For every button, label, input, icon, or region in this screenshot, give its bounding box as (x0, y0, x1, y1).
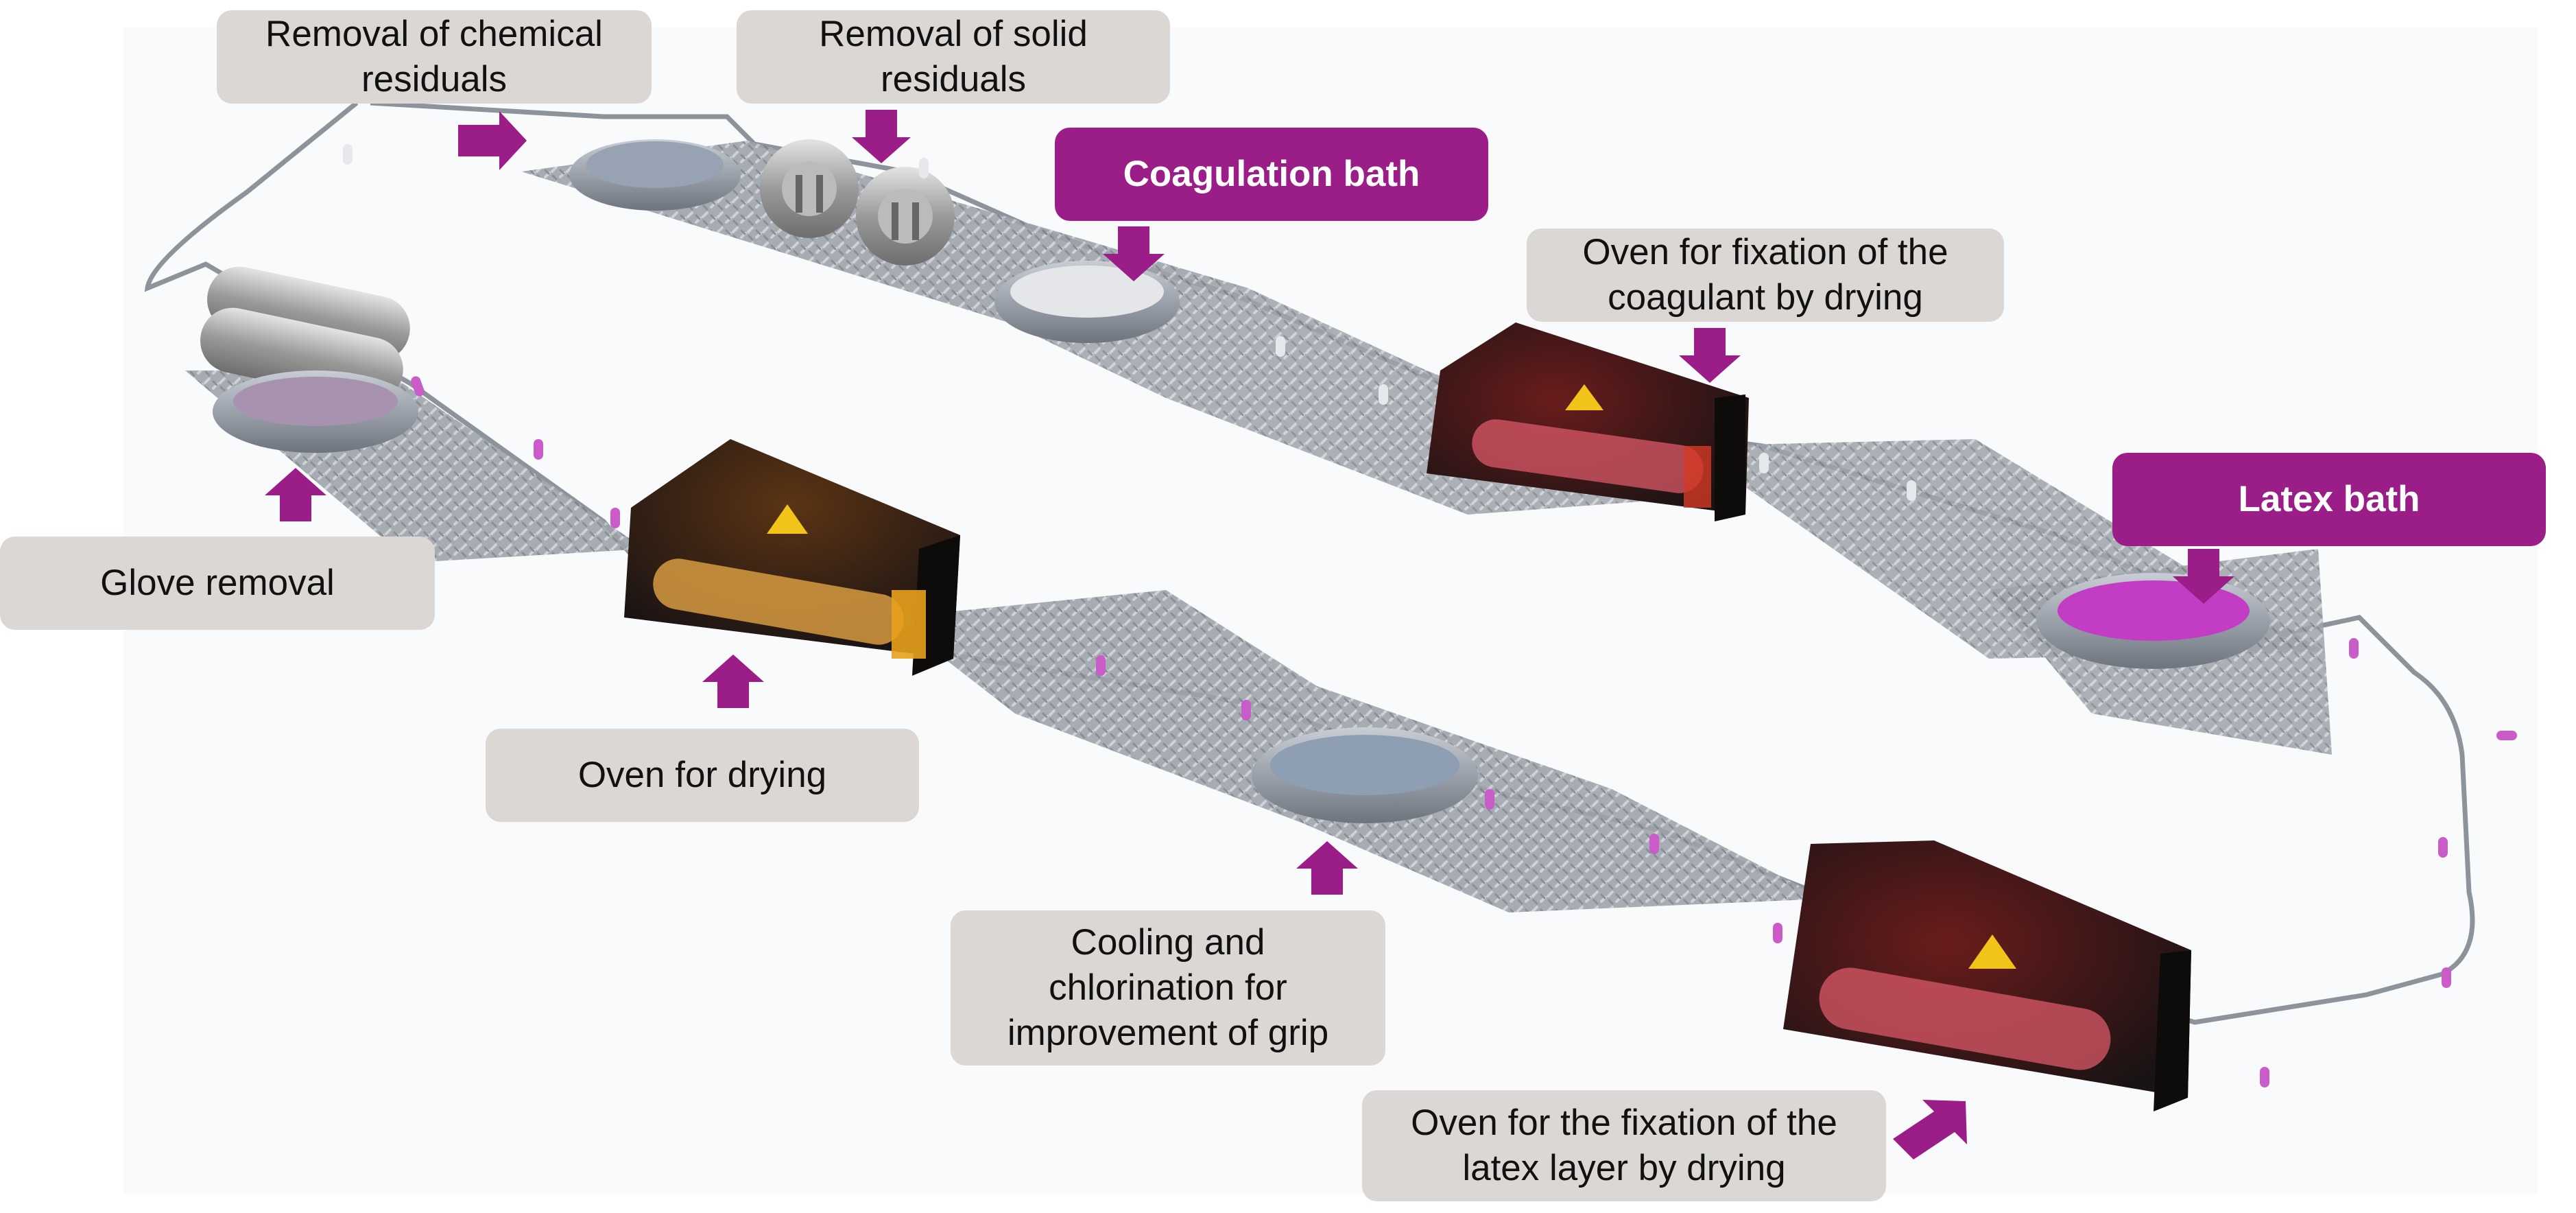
label-oven-drying: Oven for drying (486, 729, 919, 822)
label-coagulation-bath: Coagulation bath (1055, 128, 1488, 221)
glove-removal-unit (200, 266, 418, 453)
oven-latex (1783, 840, 2191, 1111)
process-arrow-icon (1296, 841, 1358, 895)
warning-triangle-icon (1565, 384, 1603, 410)
label-glove-removal: Glove removal (0, 537, 435, 630)
process-arrow-icon (1103, 226, 1165, 281)
chemical-rinse-tub (569, 139, 741, 211)
label-oven-coagulant: Oven for fixation of the coagulant by dr… (1527, 228, 2004, 322)
process-arrow-icon (1893, 1100, 1967, 1159)
label-latex-bath: Latex bath (2112, 453, 2546, 546)
label-removal-solid: Removal of solid residuals (737, 10, 1170, 104)
latex-tub (2037, 573, 2270, 669)
oven-coagulant (1427, 322, 1749, 521)
brush-rollers (760, 139, 955, 266)
label-oven-latex: Oven for the fixation of the latex layer… (1362, 1090, 1886, 1201)
label-cooling-chlorination: Cooling and chlorination for improvement… (951, 910, 1385, 1065)
chlorination-tub (1252, 727, 1478, 823)
coagulation-tub (994, 261, 1180, 343)
process-arrow-icon (702, 655, 764, 708)
warning-triangle-icon (1968, 934, 2016, 969)
process-arrow-icon (458, 111, 527, 170)
warning-triangle-icon (767, 504, 808, 534)
process-arrow-icon (2173, 549, 2234, 604)
process-arrows (265, 110, 2234, 1159)
process-arrow-icon (265, 468, 326, 521)
glove-formers-clean (343, 144, 1916, 501)
oven-drying (624, 439, 960, 676)
process-arrow-icon (852, 110, 911, 163)
process-arrow-icon (1679, 328, 1741, 383)
glove-formers (411, 376, 2517, 1087)
label-removal-chemical: Removal of chemical residuals (217, 10, 652, 104)
